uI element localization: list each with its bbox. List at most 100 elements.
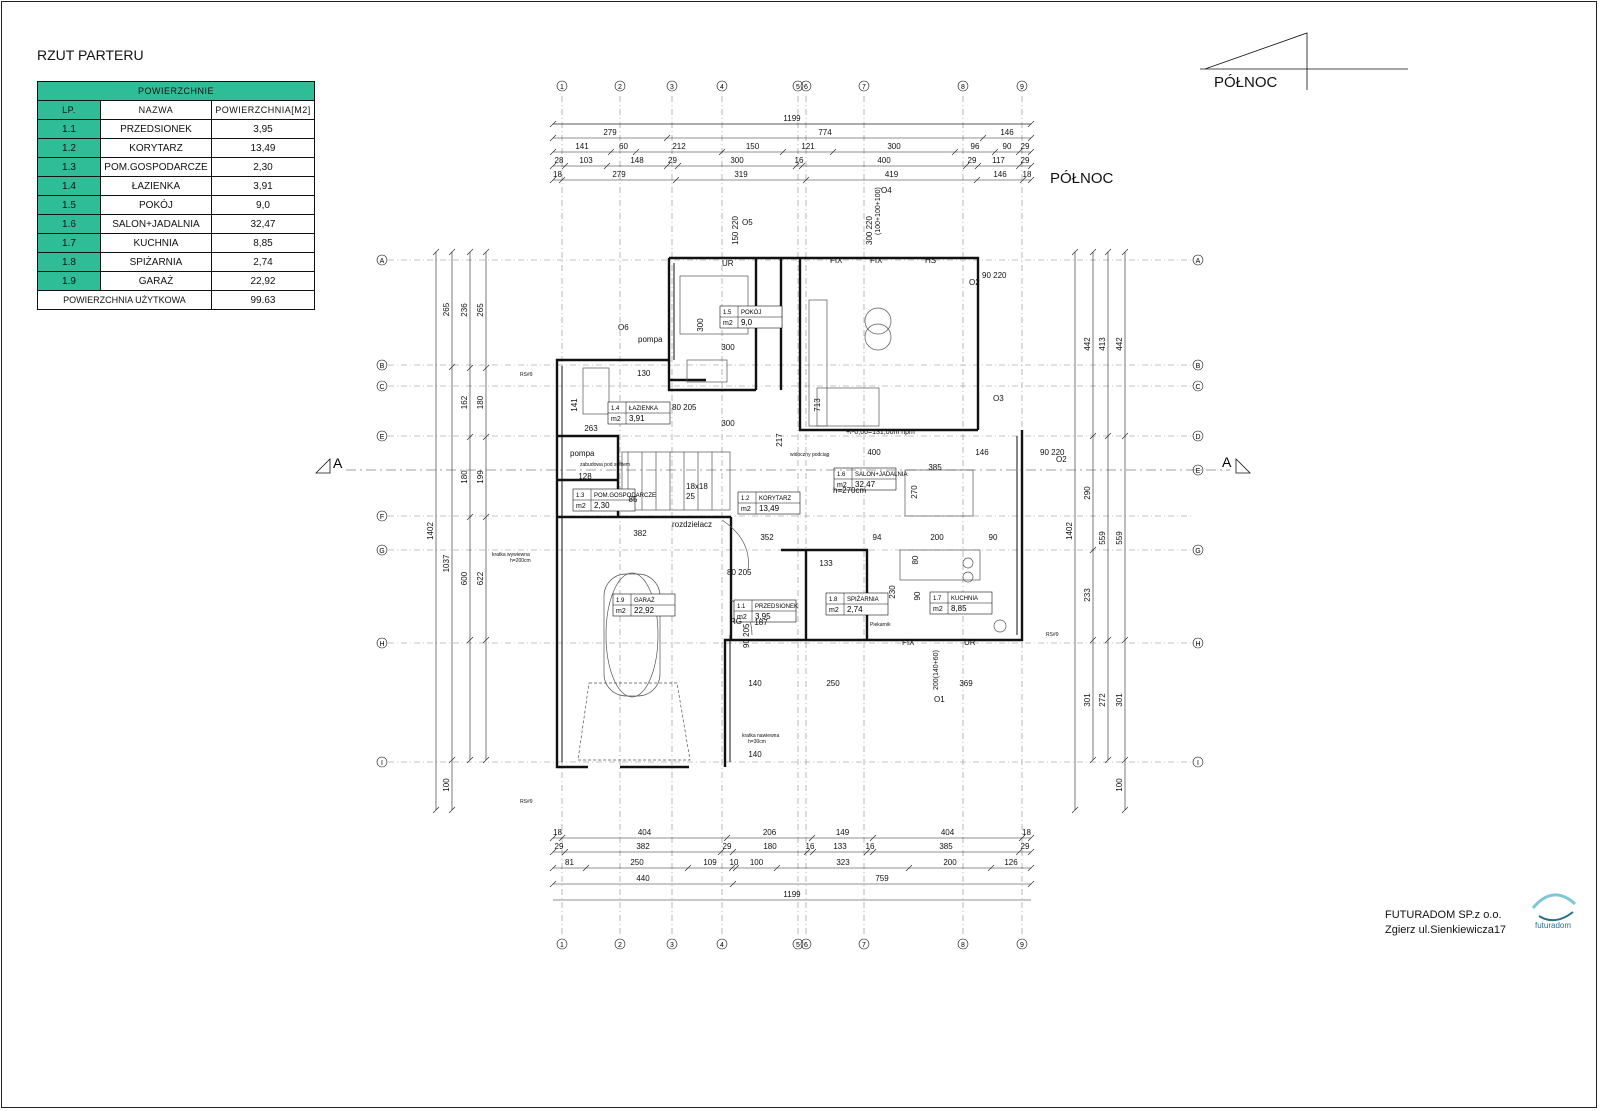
dimension-value-vertical: 199 <box>476 470 485 484</box>
axis-label-row-right: C <box>1195 384 1200 391</box>
dimension-value: 29 <box>968 156 977 165</box>
axis-label-col: 7 <box>862 84 866 91</box>
pompa-note: zabudowa pod sufitem <box>580 462 630 468</box>
dimension-value: 400 <box>877 156 891 165</box>
dimension-value-vertical: 442 <box>1115 337 1124 351</box>
axis-label-row-right: I <box>1197 760 1199 767</box>
axis-label-col: 4 <box>720 942 724 949</box>
room-unit: m2 <box>611 416 621 423</box>
lamp-icon <box>864 323 892 351</box>
fix-label-2: FIX <box>870 256 883 265</box>
area-cell-lp: 1.8 <box>37 252 101 272</box>
section-arrow-icon <box>315 458 331 474</box>
dimension-value: 29 <box>668 156 677 165</box>
dimension-value-vertical: 1402 <box>1065 522 1074 540</box>
axis-label-row-right: B <box>1196 363 1201 370</box>
room-unit: m2 <box>737 614 747 621</box>
dimension-value-vertical: 442 <box>1083 337 1092 351</box>
north-label-plan: PÓŁNOC <box>1050 170 1114 187</box>
dimension-value: 96 <box>971 142 980 151</box>
room-dimension: 128 <box>578 472 592 481</box>
axis-label-col: 4 <box>720 84 724 91</box>
dimension-value-vertical: 100 <box>442 778 451 792</box>
window-dim-130: 130 <box>637 369 651 378</box>
axis-bubble-row <box>376 430 388 442</box>
room-dimension: 300 <box>721 419 735 428</box>
room-name: KUCHNIA <box>951 596 978 602</box>
dimension-value: 146 <box>1000 128 1014 137</box>
room-area: 2,30 <box>594 501 610 510</box>
room-dimension: 133 <box>819 559 833 568</box>
dimension-value: 117 <box>992 156 1005 165</box>
axis-bubble-col <box>957 80 969 92</box>
room-unit: m2 <box>837 482 847 489</box>
dimension-value-vertical: 100 <box>1115 778 1124 792</box>
room-area: 3,91 <box>629 414 645 423</box>
axis-bubble-col <box>614 80 626 92</box>
axis-bubble-col <box>666 938 678 950</box>
door-dim-1: 80 205 <box>672 403 697 412</box>
room-name: SPIŻARNIA <box>847 596 879 603</box>
dimension-lines <box>432 120 1129 901</box>
fix-label: FIX <box>830 256 843 265</box>
rs-mark: RS#9 <box>520 372 533 378</box>
annotations: +/-0,00=131,00m npm h=270cm pompa pompa … <box>492 186 1067 805</box>
axis-bubble-col <box>716 80 728 92</box>
dimension-value: 250 <box>630 858 644 867</box>
garage-door-icon <box>577 682 691 761</box>
axis-bubble-row <box>376 254 388 266</box>
axis-label-col: 8 <box>961 942 965 949</box>
axis-bubble-row-right <box>1192 380 1204 392</box>
axis-label-col: 2 <box>618 84 622 91</box>
dimension-value: 28 <box>555 156 564 165</box>
axis-label-row: F <box>380 514 384 521</box>
axis-label-col: 1 <box>560 84 564 91</box>
axis-label-col: 2 <box>618 942 622 949</box>
room-dimension: 400 <box>867 448 881 457</box>
room-dimension: 90 <box>989 533 998 542</box>
room-area: 3.95 <box>755 612 771 621</box>
stairs-step: 25 <box>686 492 695 501</box>
dimension-value-vertical: 272 <box>1098 693 1107 707</box>
dimension-value: 121 <box>801 142 815 151</box>
dimension-value-vertical: 301 <box>1115 693 1124 707</box>
dimension-value: 300 <box>887 142 901 151</box>
axis-label-col: 7 <box>862 942 866 949</box>
axis-label-col: 5 <box>796 942 800 949</box>
dimension-value: 29 <box>1021 156 1030 165</box>
oven-label: Piekarnik <box>870 622 891 628</box>
ceiling-height: h=270cm <box>833 486 866 495</box>
room-unit: m2 <box>933 606 943 613</box>
room-dimension: 187 <box>754 618 768 627</box>
dimension-value-vertical: 265 <box>476 303 485 317</box>
sofa-icon <box>816 387 880 427</box>
section-arrow-icon-right <box>1235 458 1251 474</box>
room-dimension: 300 <box>696 318 705 332</box>
level-mark: +/-0,00=131,00m npm <box>846 429 915 436</box>
axis-label-col: 3 <box>670 942 674 949</box>
dimension-total-top: 1199 <box>783 114 801 123</box>
axis-bubble-col <box>1016 80 1028 92</box>
north-label: PÓŁNOC <box>1214 74 1278 91</box>
axis-label-col: 9 <box>1020 84 1024 91</box>
room-unit: m2 <box>723 320 733 327</box>
axis-label-row-right: D <box>1195 434 1200 441</box>
dimension-value: 385 <box>939 842 953 851</box>
room-number: 1.5 <box>723 310 732 316</box>
window-o2b: O2 <box>1056 455 1067 464</box>
axis-label-row: G <box>379 548 384 555</box>
axis-label-row: A <box>380 258 385 265</box>
dimension-value: 279 <box>603 128 617 137</box>
window-dim-o4: 300 220 <box>865 216 874 245</box>
room-dimension: 385 <box>928 463 942 472</box>
company-name: FUTURADOM SP.z o.o. <box>1385 909 1502 921</box>
dimension-value: 419 <box>885 170 899 179</box>
dimension-value: 319 <box>734 170 748 179</box>
